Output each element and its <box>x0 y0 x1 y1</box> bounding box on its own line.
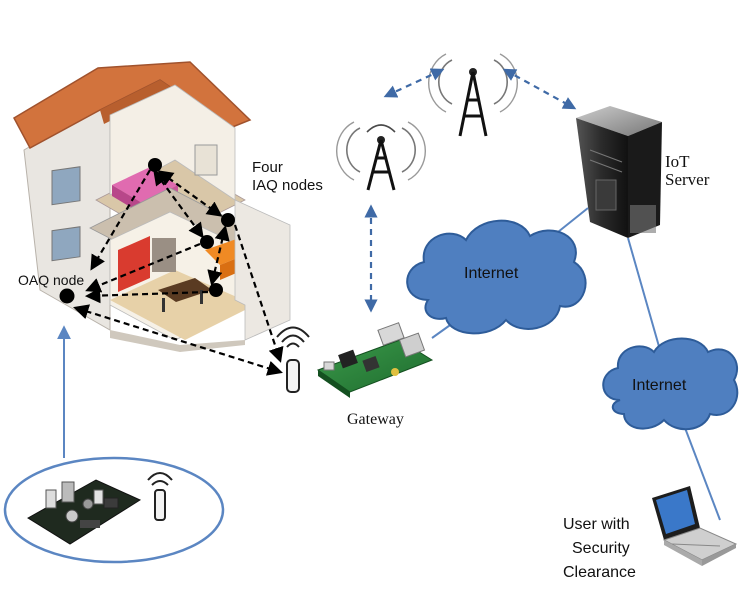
radio-tower-left-icon <box>335 121 427 191</box>
iaq-node-1 <box>148 158 162 172</box>
internet-user-label: Internet <box>632 377 687 394</box>
house-illustration <box>13 61 291 352</box>
gateway-antenna-icon <box>276 326 310 393</box>
iaq-node-3 <box>200 235 214 249</box>
server-icon <box>576 106 662 238</box>
sensor-antenna-icon <box>147 472 173 521</box>
tower-server-link <box>502 68 577 110</box>
iaq-nodes-label-line1: Four <box>252 159 283 176</box>
radio-tower-top-icon <box>427 53 519 137</box>
internet-cloud-main <box>406 219 587 335</box>
gateway-label: Gateway <box>347 411 404 428</box>
iaq-node-2 <box>221 213 235 227</box>
iaq-node-4 <box>209 283 223 297</box>
iaq-nodes-label-line2: IAQ nodes <box>252 177 323 194</box>
user-label-line1: User with <box>563 516 630 533</box>
gateway-board-icon <box>316 322 434 398</box>
tower-tower-link <box>383 68 445 98</box>
oaq-node <box>59 288 75 304</box>
oaq-sensor-ellipse <box>3 456 225 564</box>
user-label-line2: Security <box>572 540 630 557</box>
laptop-icon <box>652 486 738 566</box>
internet-cloud-user <box>602 337 739 431</box>
internet-main-label: Internet <box>464 265 519 282</box>
iot-server-label-line1: IoT <box>665 152 690 171</box>
iaq-mesh-links <box>73 169 284 376</box>
oaq-node-label: OAQ node <box>18 272 85 288</box>
user-label-line3: Clearance <box>563 564 636 581</box>
iot-server-label-line2: Server <box>665 170 710 189</box>
sensor-board-icon <box>27 479 142 545</box>
